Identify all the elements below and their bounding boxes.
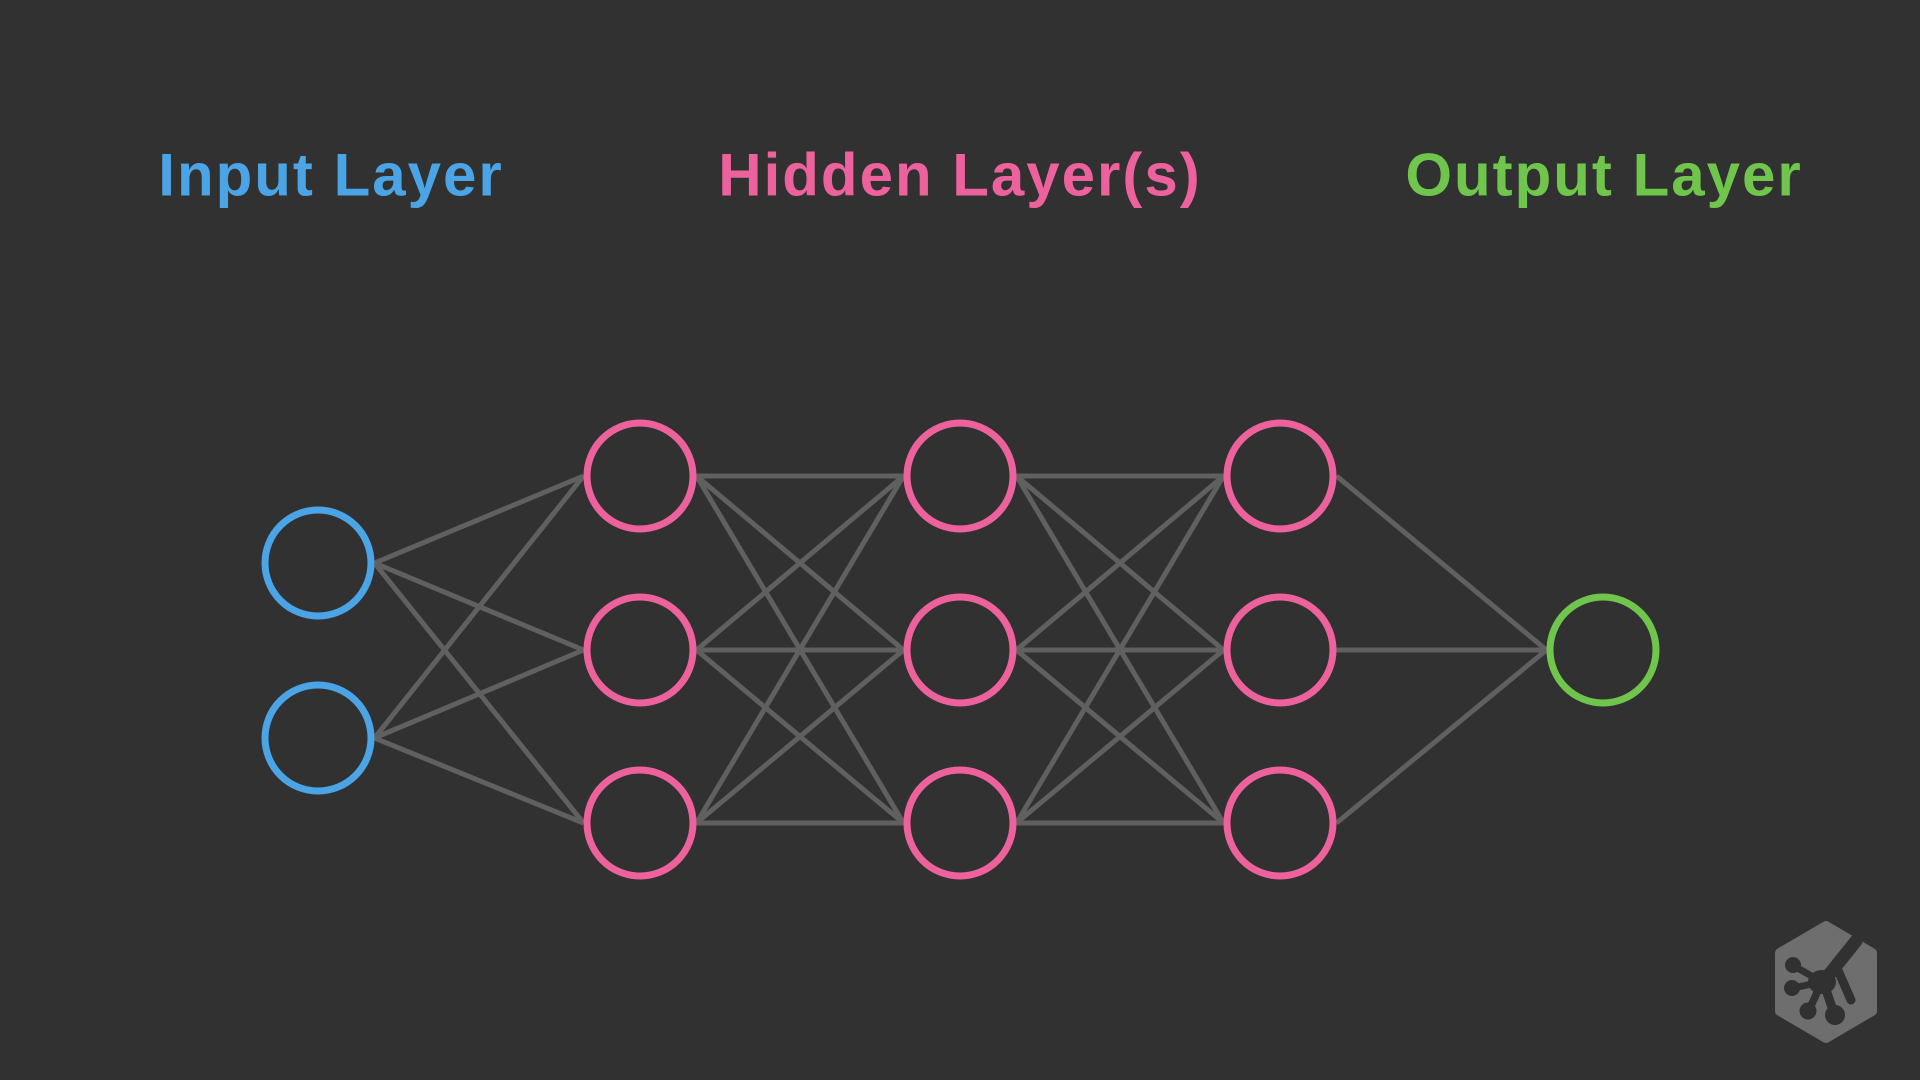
input-layer-label: Input Layer [158,141,504,209]
hidden-1-node [583,419,697,533]
connection-line [694,474,906,825]
hidden-3-node [1223,766,1337,880]
output-layer-label: Output Layer [1405,141,1803,209]
footprint-cutout [1784,934,1863,1025]
connection-line [373,735,585,826]
hidden-2-node [903,419,1017,533]
connection-line [694,648,906,825]
hidden-1-node [583,593,697,707]
connection-line [1014,474,1226,652]
connection-line [1014,474,1226,825]
hidden-3-node [1223,593,1337,707]
hidden-layer-label: Hidden Layer(s) [718,141,1202,209]
input-node [261,681,375,795]
connection-line [694,474,906,652]
connection-line [373,473,585,566]
hidden-3-node [1223,419,1337,533]
connection-line [1014,648,1226,825]
connection-line [1334,474,1549,652]
input-node [261,506,375,620]
hidden-1-node [583,766,697,880]
connection-line [1334,648,1549,825]
connection-line [373,647,585,741]
hidden-2-node [903,593,1017,707]
hidden-2-node [903,766,1017,880]
connection-line [372,474,586,740]
hexagon-footprint-logo [1775,921,1877,1043]
output-node [1546,593,1660,707]
